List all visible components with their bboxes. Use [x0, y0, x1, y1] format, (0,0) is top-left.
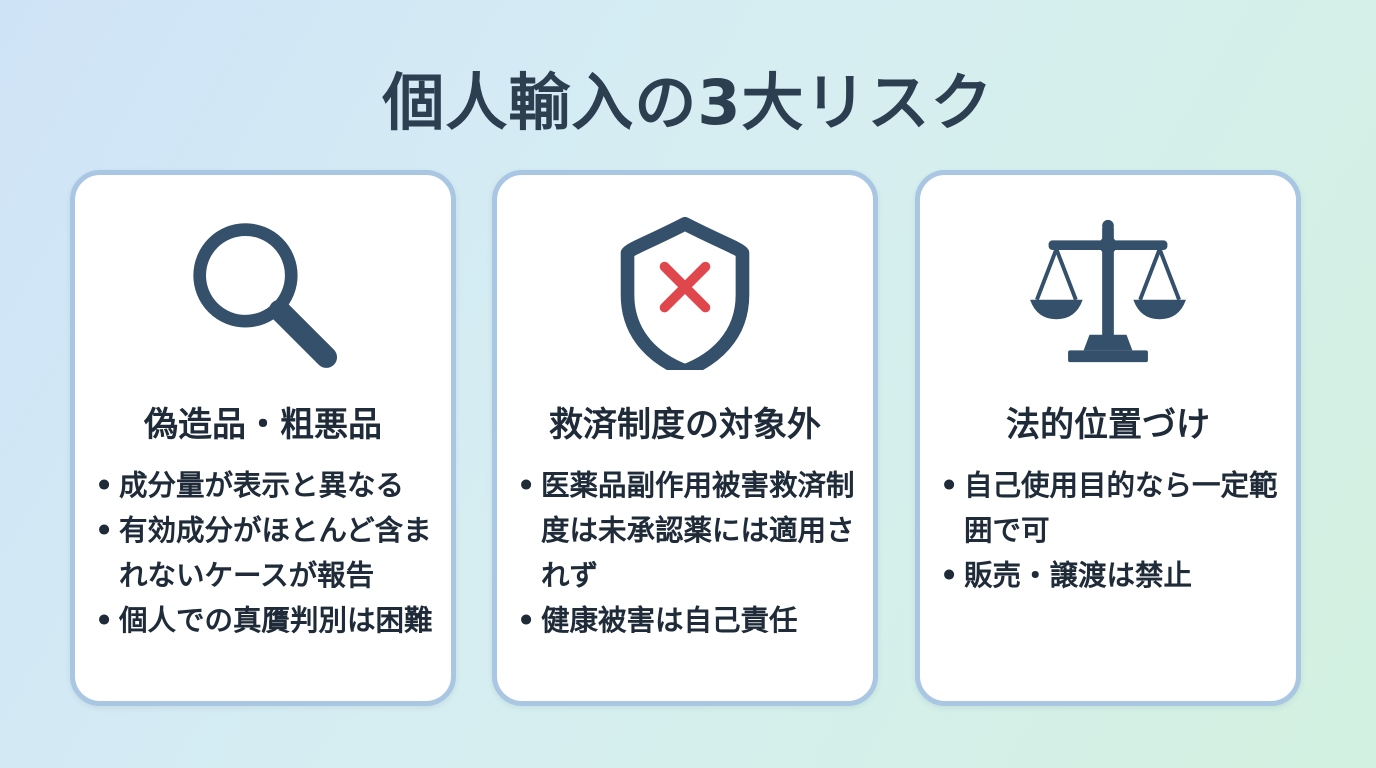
bullet-item: 医薬品副作用被害救済制度は未承認薬には適用されず [517, 463, 857, 598]
card-title: 救済制度の対象外 [549, 405, 821, 445]
bullet-list: 自己使用目的なら一定範囲で可 販売・譲渡は禁止 [940, 463, 1280, 598]
bullet-item: 成分量が表示と異なる [95, 463, 435, 508]
card-title: 偽造品・粗悪品 [144, 405, 382, 445]
bullet-list: 成分量が表示と異なる 有効成分がほとんど含まれないケースが報告 個人での真贋判別… [95, 463, 435, 643]
magnifying-glass-icon [193, 223, 338, 368]
scales-icon [1030, 219, 1186, 363]
risk-card-relief-system: 救済制度の対象外 医薬品副作用被害救済制度は未承認薬には適用されず 健康被害は自… [492, 170, 878, 706]
bullet-item: 自己使用目的なら一定範囲で可 [940, 463, 1280, 553]
risk-card-legal-status: 法的位置づけ 自己使用目的なら一定範囲で可 販売・譲渡は禁止 [915, 170, 1301, 706]
risk-card-counterfeit: 偽造品・粗悪品 成分量が表示と異なる 有効成分がほとんど含まれないケースが報告 … [70, 170, 456, 706]
bullet-item: 有効成分がほとんど含まれないケースが報告 [95, 508, 435, 598]
bullet-list: 医薬品副作用被害救済制度は未承認薬には適用されず 健康被害は自己責任 [517, 463, 857, 643]
shield-x-icon [620, 216, 750, 370]
bullet-item: 個人での真贋判別は困難 [95, 598, 435, 643]
card-title: 法的位置づけ [1006, 405, 1210, 445]
bullet-item: 健康被害は自己責任 [517, 598, 857, 643]
bullet-item: 販売・譲渡は禁止 [940, 553, 1280, 598]
page-title: 個人輸入の3大リスク [382, 66, 994, 139]
